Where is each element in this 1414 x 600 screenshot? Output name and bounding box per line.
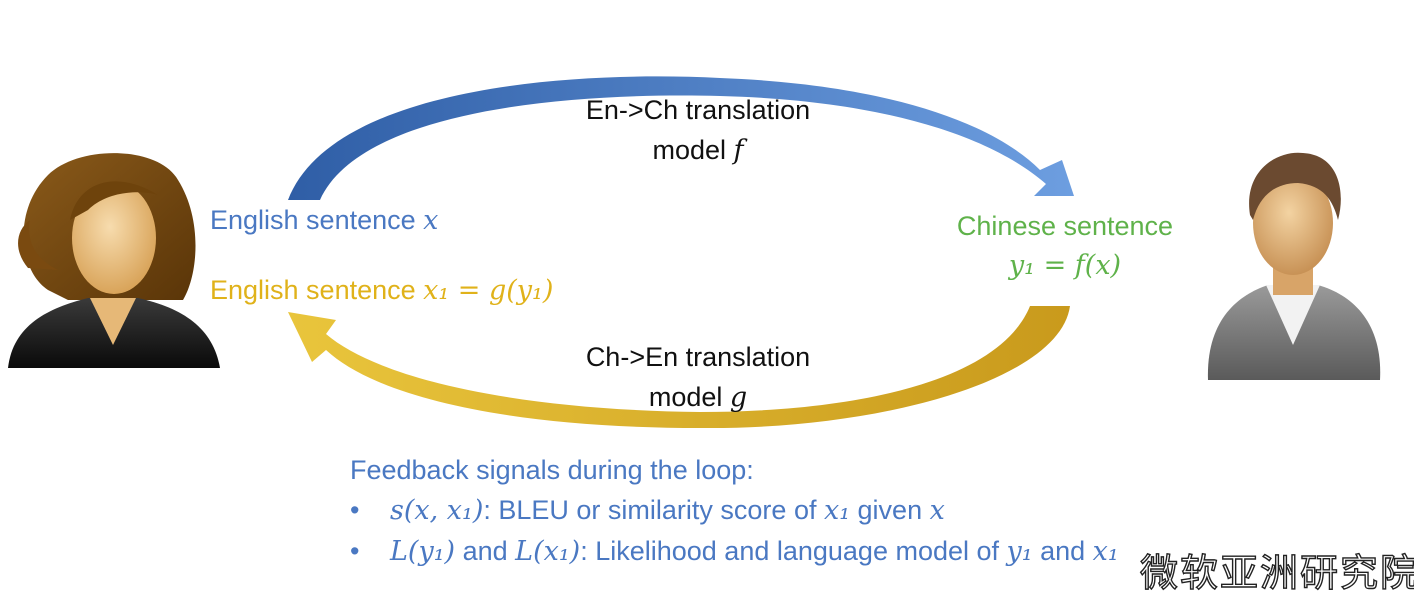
bottom-arrow-body xyxy=(288,306,1070,429)
chinese-sentence-label: Chinese sentence y₁ = f(x) xyxy=(930,206,1200,286)
feedback-item2-math2: L(x₁) xyxy=(515,536,581,567)
feedback-item-2: • L(y₁) and L(x₁): Likelihood and languag… xyxy=(350,531,1119,572)
bullet-dot-1: • xyxy=(350,495,360,525)
top-arrow-model-var: f xyxy=(733,135,744,166)
bottom-arrow-label-line2: model g xyxy=(548,377,848,418)
bottom-arrow-label: Ch->En translation model g xyxy=(548,337,848,418)
feedback-item1-math3: x xyxy=(929,495,945,526)
chinese-sentence-text: Chinese sentence xyxy=(956,211,1174,241)
top-arrow-body xyxy=(288,76,1074,200)
english-back-text: English sentence xyxy=(210,275,424,305)
feedback-item1-math2: x₁ xyxy=(823,495,851,526)
feedback-item2-math4: x₁ xyxy=(1092,536,1119,567)
english-sentence-label: English sentence x xyxy=(210,200,438,241)
feedback-item1-text: : BLEU or similarity score of xyxy=(483,495,824,525)
chinese-sentence-math: y₁ = f(x) xyxy=(1008,250,1122,281)
feedback-item2-math3: y₁ xyxy=(1006,536,1033,567)
english-sentence-text: English sentence xyxy=(210,205,424,235)
english-sentence-var: x xyxy=(423,205,439,236)
bullet-dot-2: • xyxy=(350,536,360,566)
english-back-translation-label: English sentence x₁ = g(y₁) xyxy=(210,270,553,311)
bottom-arrow-model-text: model xyxy=(648,382,730,412)
feedback-item2-text: and xyxy=(455,536,516,566)
feedback-item-1: • s(x, x₁): BLEU or similarity score of x… xyxy=(350,490,1119,531)
top-arrow-label: En->Ch translation model f xyxy=(548,90,848,171)
feedback-item2-text2: : Likelihood and language model of xyxy=(580,536,1007,566)
feedback-item1-text2: given xyxy=(850,495,930,525)
english-back-math: x₁ = g(y₁) xyxy=(423,275,554,306)
feedback-item2-text3: and xyxy=(1032,536,1093,566)
feedback-item1-math: s(x, x₁) xyxy=(390,495,484,526)
top-arrow-model-text: model xyxy=(652,135,734,165)
feedback-heading: Feedback signals during the loop: xyxy=(350,455,754,485)
feedback-block: Feedback signals during the loop: • s(x, … xyxy=(350,450,1119,572)
man-avatar-icon xyxy=(1207,152,1381,380)
top-arrow-label-line1: En->Ch translation xyxy=(585,95,811,125)
woman-avatar-icon xyxy=(8,153,220,368)
watermark-text: 微软亚洲研究院 xyxy=(1139,550,1414,595)
top-arrow-label-line2: model f xyxy=(548,130,848,171)
bottom-arrow-label-line1: Ch->En translation xyxy=(585,342,811,372)
feedback-item2-math: L(y₁) xyxy=(390,536,456,567)
bottom-arrow-model-var: g xyxy=(729,382,748,413)
